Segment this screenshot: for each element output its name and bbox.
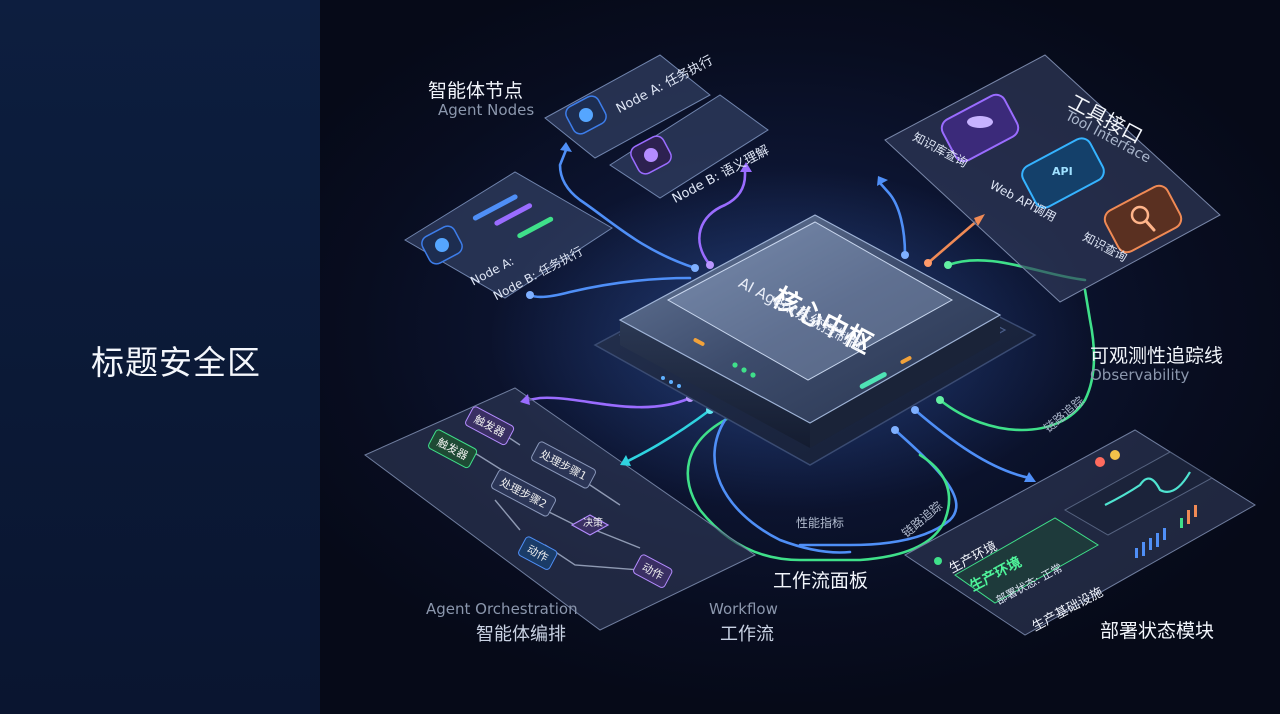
agent-nodes-title: 智能体节点 bbox=[428, 80, 524, 102]
line-to-knowledge-base bbox=[878, 181, 907, 257]
line-to-web-api bbox=[926, 218, 980, 265]
line-to-orchestration bbox=[526, 396, 692, 409]
line-metrics bbox=[713, 418, 852, 554]
line-to-node-a bbox=[558, 148, 697, 270]
safe-zone-title: 标题安全区 bbox=[91, 343, 261, 382]
line-observability bbox=[938, 288, 1096, 432]
core-leds bbox=[661, 338, 912, 389]
line-to-node-b bbox=[698, 168, 747, 267]
metric-sparkline bbox=[1104, 471, 1191, 506]
core-screen bbox=[666, 221, 954, 381]
database-icon-top bbox=[967, 116, 993, 128]
decision-node[interactable] bbox=[570, 514, 610, 536]
orch-decision: 决策 bbox=[583, 518, 603, 529]
chart-area bbox=[1063, 451, 1213, 536]
deployment-title: 部署状态模块 bbox=[1100, 620, 1215, 642]
api-icon[interactable] bbox=[1019, 135, 1108, 211]
line-to-deployment bbox=[913, 408, 1032, 480]
env-badge-box bbox=[954, 517, 1099, 604]
workflow-metric-label: 性能指标 bbox=[796, 516, 845, 530]
core-side-left bbox=[620, 320, 810, 448]
title-safe-zone: 标题安全区 bbox=[0, 0, 321, 714]
orchestration-title-en: Agent Orchestration bbox=[426, 600, 578, 618]
arrow-heads bbox=[520, 142, 1036, 482]
line-to-node-card bbox=[528, 276, 692, 299]
api-badge: API bbox=[1052, 165, 1073, 178]
status-dot-yellow bbox=[1110, 450, 1120, 460]
node-card-a[interactable] bbox=[544, 54, 711, 159]
orchestration-title-zh: 智能体编排 bbox=[476, 624, 566, 645]
observability-subtitle: Observability bbox=[1090, 366, 1190, 384]
workflow-title-zh: 工作流 bbox=[720, 624, 774, 645]
observability-title: 可观测性追踪线 bbox=[1090, 345, 1224, 367]
connector-lines bbox=[526, 148, 1096, 562]
node-card-b[interactable] bbox=[609, 94, 769, 199]
env-status-dot bbox=[934, 557, 942, 565]
core-top bbox=[618, 214, 1002, 424]
workflow-title-en: Workflow bbox=[709, 600, 778, 618]
search-icon[interactable] bbox=[1101, 182, 1184, 255]
node-card-ab[interactable] bbox=[404, 171, 613, 299]
bar-meters bbox=[1135, 505, 1197, 558]
tool-panel bbox=[884, 54, 1221, 303]
line-workflow-loop bbox=[686, 413, 951, 562]
line-to-flow bbox=[624, 408, 712, 464]
workflow-panel-title: 工作流面板 bbox=[773, 570, 869, 592]
deployment-panel bbox=[904, 429, 1256, 636]
status-dot-red bbox=[1095, 457, 1105, 467]
core-side-right bbox=[810, 315, 1000, 448]
agent-nodes-subtitle: Agent Nodes bbox=[438, 101, 535, 119]
